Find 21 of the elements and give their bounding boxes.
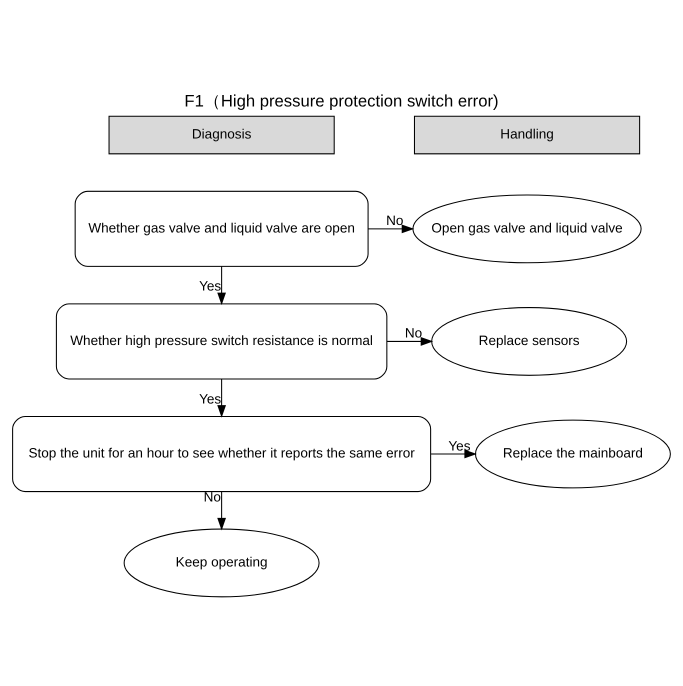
node-box: Whether gas valve and liquid valve are open	[74, 190, 369, 267]
node-ellipse: Open gas valve and liquid valve	[412, 194, 642, 264]
edge-label: No	[404, 326, 422, 341]
node-ellipse: Replace the mainboard	[474, 420, 671, 488]
diagram-title: F1（High pressure protection switch error)	[184, 92, 499, 111]
label: Diagnosis	[192, 126, 252, 142]
node-box: Stop the unit for an hour to see whether it reports the same error	[12, 416, 432, 492]
label: Handling	[500, 126, 554, 142]
arrow	[368, 224, 414, 234]
node-ellipse: Replace sensors	[431, 307, 628, 376]
node-ellipse: Keep operating	[124, 528, 320, 598]
edge-label: Yes	[199, 391, 222, 406]
edge-label: Yes	[448, 438, 471, 454]
arrow	[431, 450, 477, 458]
edge-label: No	[386, 213, 404, 228]
arrow	[387, 337, 434, 346]
arrow	[217, 266, 226, 306]
arrow	[217, 492, 226, 530]
edge-label: Yes	[199, 278, 222, 294]
arrow	[217, 379, 226, 418]
node-box: Whether high pressure switch resistance is normal	[56, 303, 388, 380]
